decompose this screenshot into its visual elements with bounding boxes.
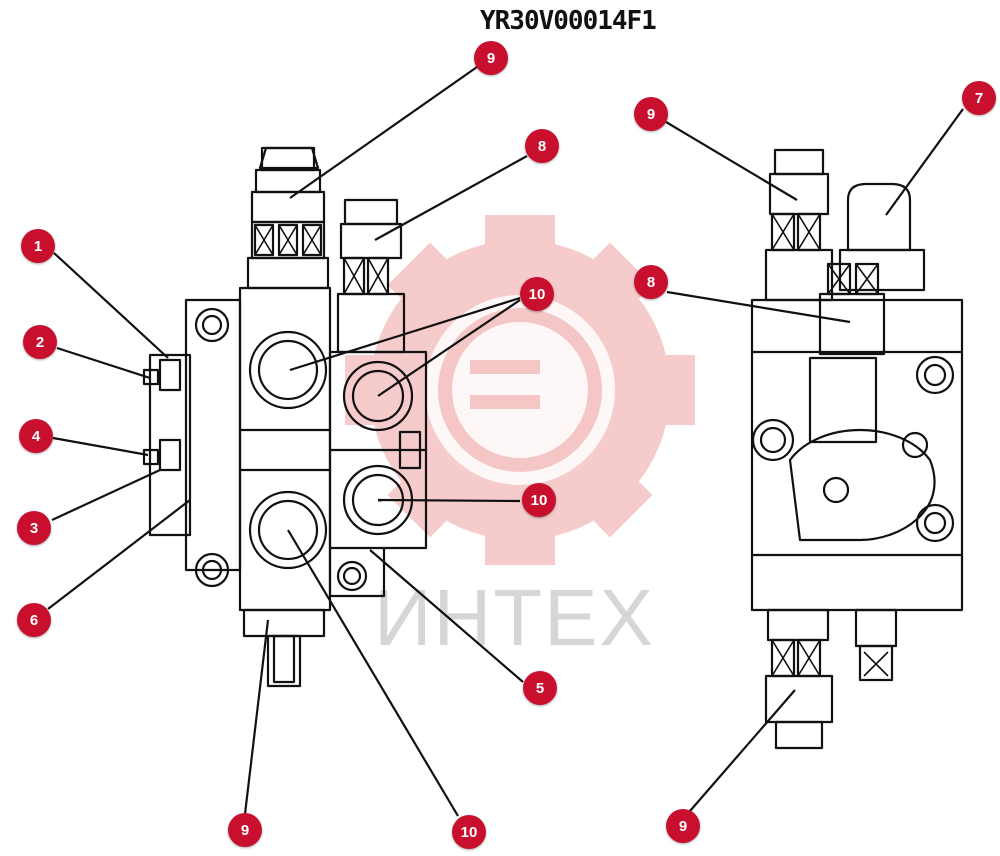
- callout-7: 7: [962, 81, 996, 115]
- watermark-text: ИНТЕХ: [374, 573, 655, 662]
- callout-10-a: 10: [520, 277, 554, 311]
- callout-3: 3: [17, 511, 51, 545]
- valve-top-cap: [258, 146, 320, 170]
- callout-9-b: 9: [228, 813, 262, 847]
- callout-8-b: 8: [634, 265, 668, 299]
- callout-6: 6: [17, 603, 51, 637]
- callout-1: 1: [21, 229, 55, 263]
- diagram-title: YR30V00014F1: [480, 6, 657, 36]
- callout-2: 2: [23, 325, 57, 359]
- valve-body-right: [750, 298, 964, 612]
- callout-5: 5: [523, 671, 557, 705]
- callout-9-c: 9: [634, 97, 668, 131]
- callout-10-b: 10: [522, 483, 556, 517]
- callout-4: 4: [19, 419, 53, 453]
- callout-9-d: 9: [666, 809, 700, 843]
- callout-9-a: 9: [474, 41, 508, 75]
- callout-10-c: 10: [452, 815, 486, 849]
- end-cover: [184, 298, 242, 572]
- callout-8-a: 8: [525, 129, 559, 163]
- leader-lines: [47, 66, 964, 817]
- spool-body-left: [238, 286, 332, 612]
